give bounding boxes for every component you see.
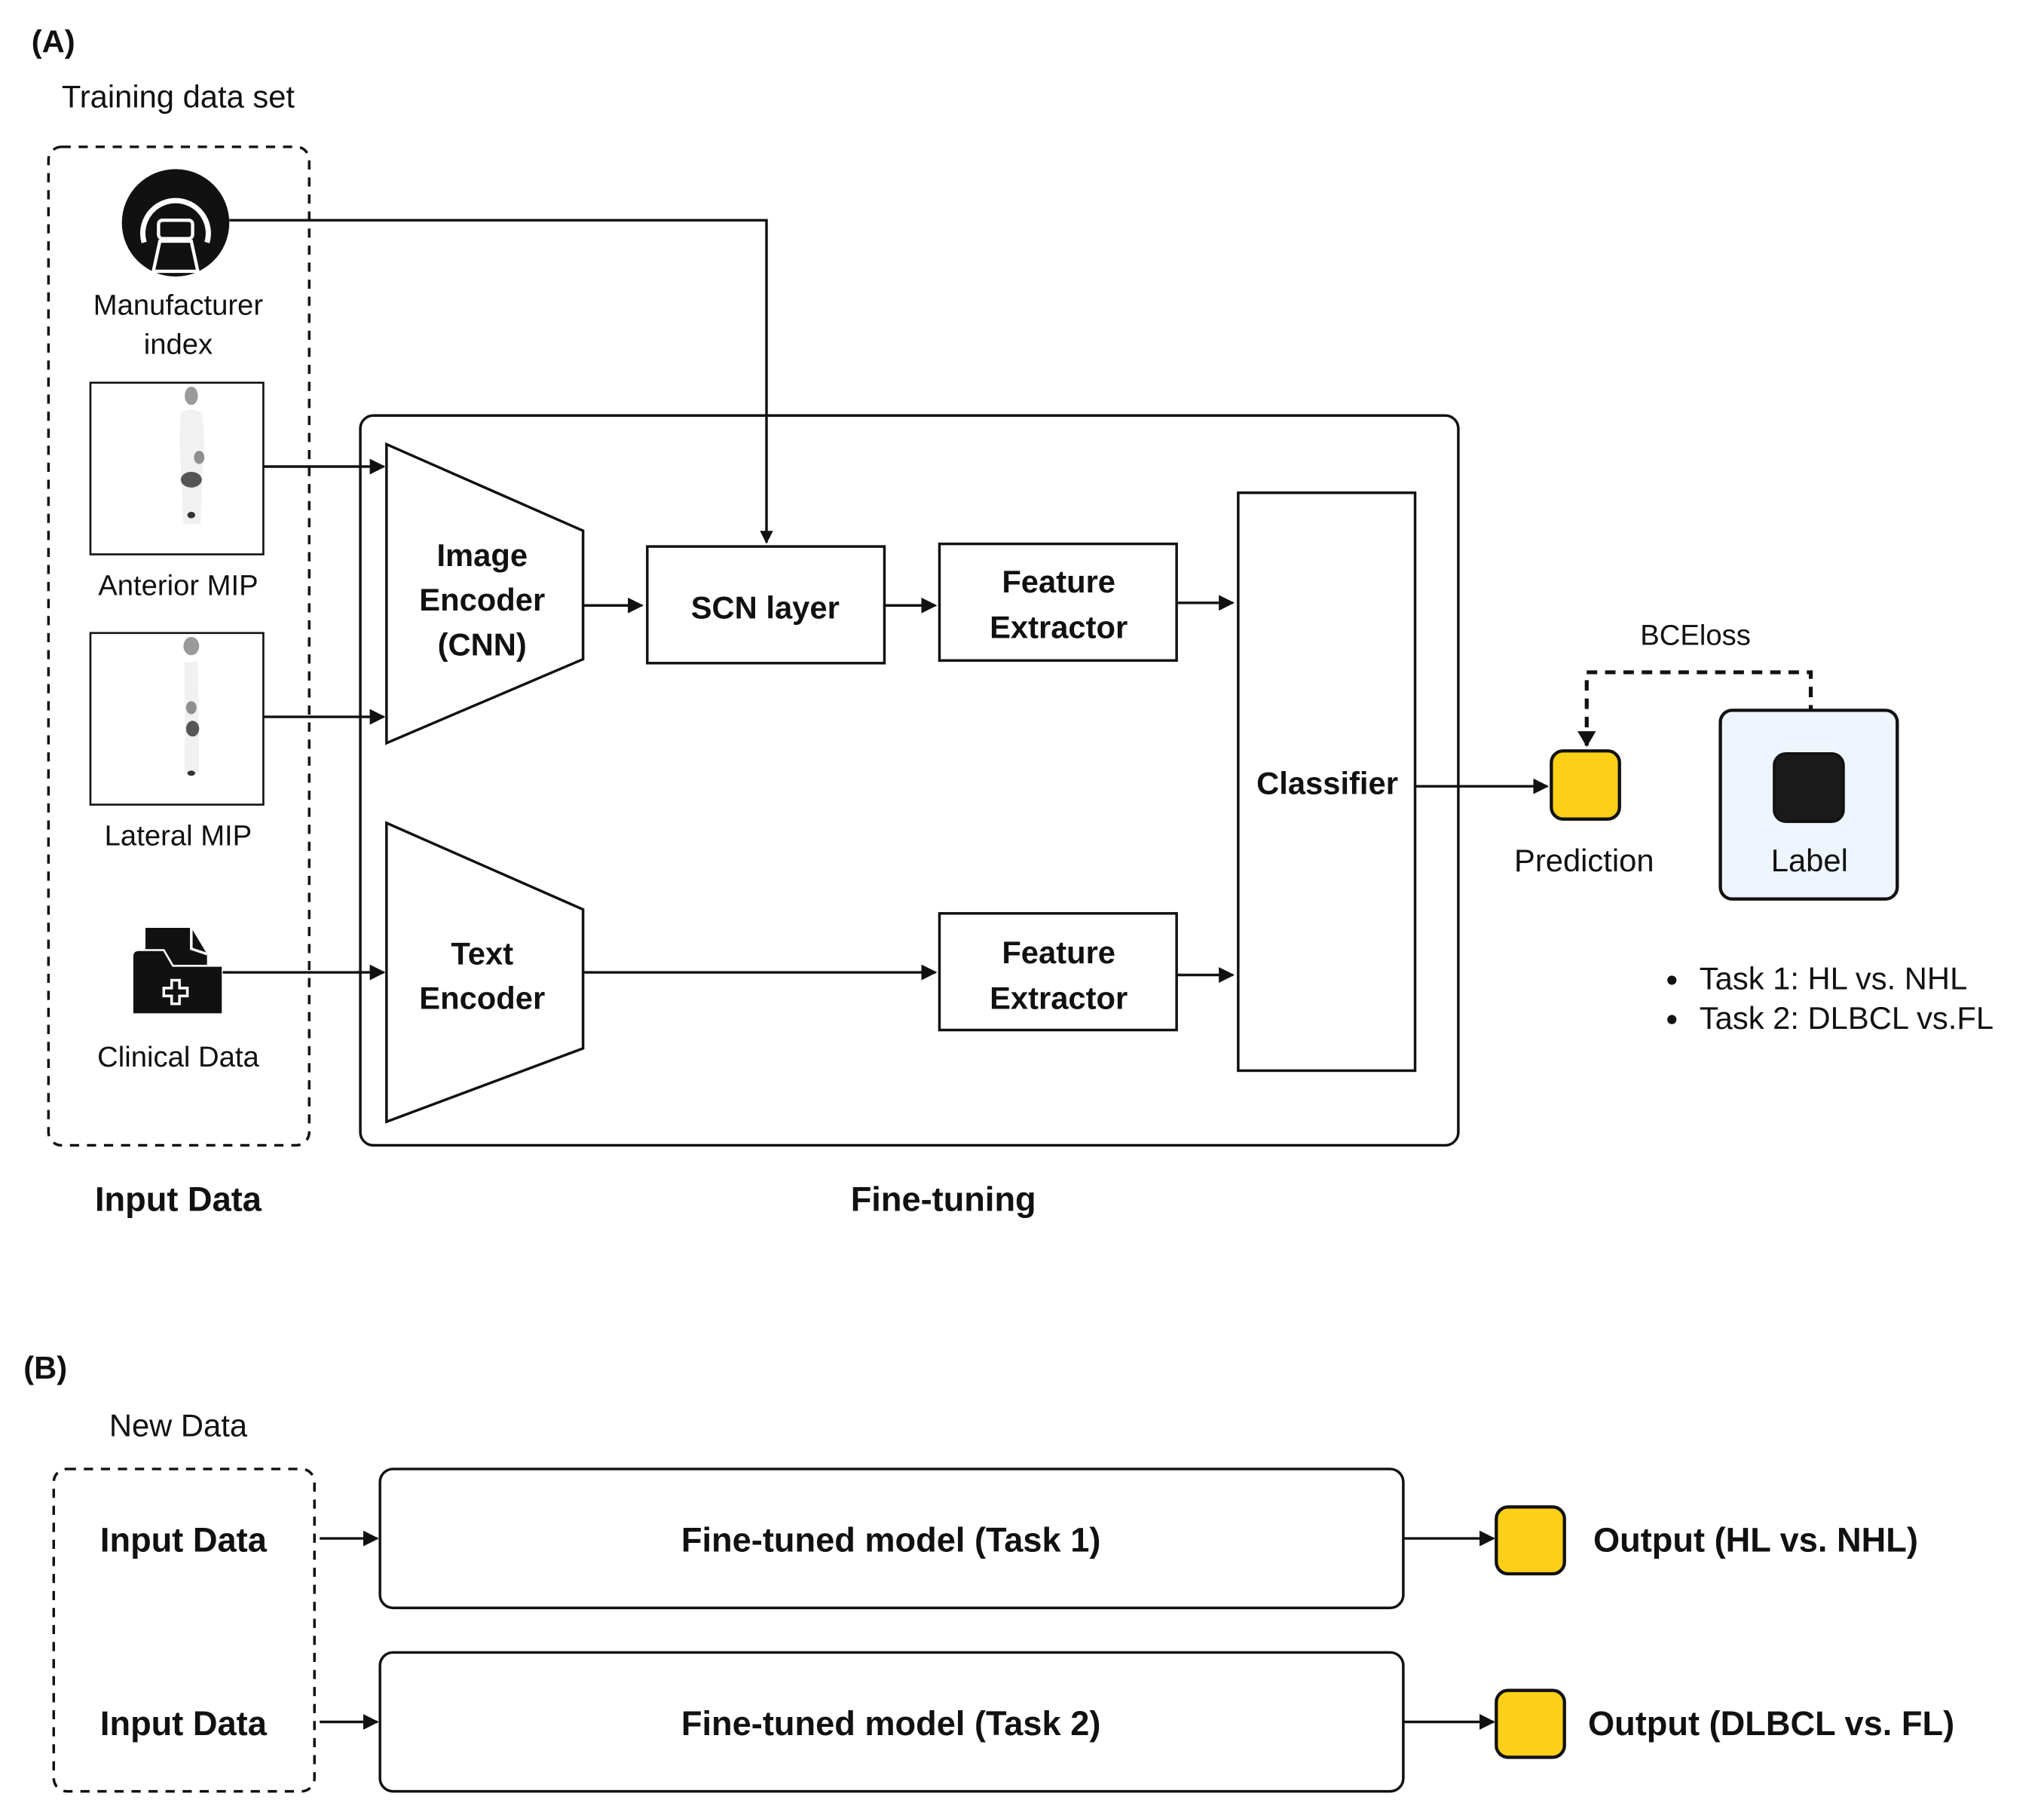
- task-bullet: [1667, 1015, 1677, 1024]
- new-data-group: [52, 1468, 316, 1793]
- fine-tuned-model-task2-label: Fine-tuned model (Task 2): [681, 1704, 1101, 1743]
- mri-scanner-icon: [121, 169, 230, 277]
- image-encoder-label-1: Image: [436, 537, 528, 573]
- text-encoder-label-2: Encoder: [419, 981, 545, 1016]
- prediction-label: Prediction: [1514, 843, 1654, 878]
- scn-layer-label: SCN layer: [691, 590, 840, 626]
- task-item: Task 2: DLBCL vs.FL: [1700, 1000, 1994, 1036]
- panel-a-label: (A): [32, 24, 75, 60]
- input-data-group: [47, 145, 311, 1147]
- bce-arrowhead-prediction: [1577, 731, 1596, 748]
- task-list: Task 1: HL vs. NHL Task 2: DLBCL vs.FL: [1667, 961, 1994, 1036]
- output-chip-task1: [1495, 1505, 1566, 1576]
- input-data-label-task1: Input Data: [100, 1520, 268, 1559]
- medical-folder-icon: [131, 927, 224, 1015]
- lateral-mip-label: Lateral MIP: [105, 819, 252, 852]
- panel-b-label: (B): [23, 1350, 67, 1385]
- feature-extractor-top-label-2: Extractor: [990, 610, 1128, 645]
- input-data-label-task2: Input Data: [100, 1704, 268, 1743]
- image-encoder-label-2: Encoder: [419, 582, 545, 617]
- image-encoder-label-3: (CNN): [438, 626, 527, 662]
- feature-extractor-bottom-block: [938, 912, 1178, 1032]
- prediction-chip: [1550, 749, 1621, 821]
- manufacturer-label: Manufacturer: [93, 289, 264, 321]
- new-data-title: New Data: [109, 1407, 248, 1443]
- classifier-label: Classifier: [1256, 766, 1398, 801]
- scn-layer-block: [646, 545, 886, 665]
- label-text: Label: [1771, 843, 1848, 878]
- fine-tuning-section-label: Fine-tuning: [851, 1180, 1036, 1218]
- feature-extractor-top-label-1: Feature: [1002, 564, 1115, 599]
- training-data-title: Training data set: [62, 79, 295, 115]
- clinical-data-label: Clinical Data: [97, 1041, 259, 1073]
- anterior-mip-label: Anterior MIP: [98, 569, 258, 601]
- output-chip-task2: [1495, 1688, 1566, 1759]
- text-encoder-block: [385, 821, 585, 1124]
- arrow-manufacturer-to-scn: [229, 219, 773, 544]
- feature-extractor-bottom-label-1: Feature: [1002, 935, 1115, 970]
- manufacturer-label-line2: index: [144, 329, 213, 361]
- label-chip: [1773, 751, 1845, 823]
- connector-arrows-a: [222, 219, 1550, 983]
- feature-extractor-bottom-label-2: Extractor: [990, 981, 1128, 1016]
- input-data-section-label: Input Data: [95, 1180, 262, 1218]
- output-label-task1: Output (HL vs. NHL): [1593, 1520, 1918, 1559]
- image-encoder-block: [385, 442, 585, 745]
- fine-tuned-model-task1-label: Fine-tuned model (Task 1): [681, 1520, 1101, 1559]
- text-encoder-label-1: Text: [451, 936, 513, 972]
- classifier-block: [1237, 491, 1417, 1073]
- task-item: Task 1: HL vs. NHL: [1700, 961, 1968, 996]
- lateral-mip-image: [89, 632, 265, 806]
- task-bullet: [1667, 975, 1677, 985]
- anterior-mip-image: [89, 381, 265, 556]
- output-label-task2: Output (DLBCL vs. FL): [1588, 1704, 1954, 1743]
- feature-extractor-top-block: [938, 542, 1178, 663]
- bce-loss-label: BCEloss: [1640, 619, 1751, 651]
